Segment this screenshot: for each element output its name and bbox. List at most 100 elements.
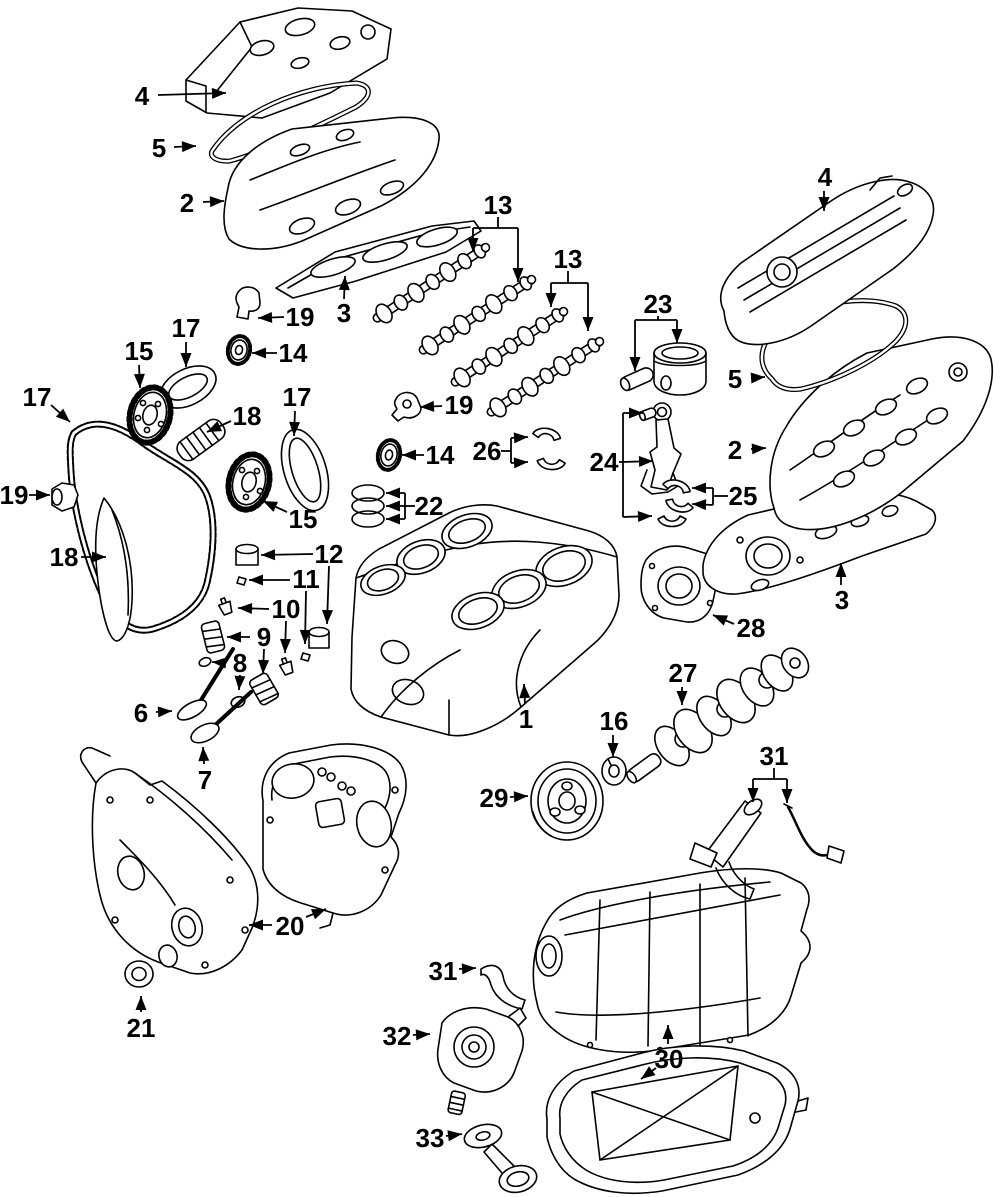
callout-label-28[interactable]: 28 — [737, 613, 766, 643]
callout-14-mid[interactable]: 14 — [402, 440, 455, 470]
callout-21[interactable]: 21 — [127, 996, 156, 1043]
callout-label-5-right[interactable]: 5 — [728, 364, 742, 394]
callout-label-9[interactable]: 9 — [257, 622, 271, 652]
callout-5-left[interactable]: 5 — [152, 133, 197, 163]
callout-6[interactable]: 6 — [134, 698, 173, 728]
callout-17-right[interactable]: 17 — [283, 382, 312, 437]
callout-2-right[interactable]: 2 — [728, 435, 767, 465]
callout-label-3-right[interactable]: 3 — [835, 585, 849, 615]
callout-label-26[interactable]: 26 — [473, 436, 502, 466]
callout-label-14-upper[interactable]: 14 — [279, 338, 308, 368]
callout-label-5-left[interactable]: 5 — [152, 133, 166, 163]
callout-19-mid[interactable]: 19 — [419, 390, 474, 420]
callout-29[interactable]: 29 — [480, 783, 529, 813]
callout-label-15-upper[interactable]: 15 — [125, 336, 154, 366]
callout-label-13-right[interactable]: 13 — [554, 244, 583, 274]
callout-label-10[interactable]: 10 — [272, 594, 301, 624]
callout-27[interactable]: 27 — [669, 658, 698, 705]
callout-14-upper[interactable]: 14 — [252, 338, 308, 368]
callout-12[interactable]: 12 — [260, 539, 344, 625]
callout-17-upper[interactable]: 17 — [172, 313, 201, 367]
callout-label-4-right[interactable]: 4 — [818, 162, 833, 192]
callout-label-18-lower[interactable]: 18 — [50, 542, 79, 572]
callout-label-6[interactable]: 6 — [134, 698, 148, 728]
callout-3-right[interactable]: 3 — [835, 563, 849, 615]
callout-label-19-top[interactable]: 19 — [286, 302, 315, 332]
callout-label-13-left[interactable]: 13 — [484, 190, 513, 220]
arrowhead-icon — [198, 747, 210, 762]
callout-24[interactable]: 24 — [590, 407, 654, 522]
callout-28[interactable]: 28 — [712, 613, 766, 643]
callout-30[interactable]: 30 — [640, 1025, 684, 1080]
callout-9[interactable]: 9 — [227, 622, 271, 675]
callout-label-17-right[interactable]: 17 — [283, 382, 312, 412]
callout-25[interactable]: 25 — [691, 481, 758, 511]
callout-label-22[interactable]: 22 — [415, 491, 444, 521]
callout-label-25[interactable]: 25 — [729, 481, 758, 511]
callout-label-2-right[interactable]: 2 — [728, 435, 742, 465]
callout-31-left[interactable]: 31 — [429, 956, 477, 986]
camshaft-4-drawing — [486, 336, 605, 418]
callout-4-right[interactable]: 4 — [818, 162, 833, 211]
callout-19-left[interactable]: 19 — [0, 480, 50, 510]
callout-18-upper[interactable]: 18 — [206, 401, 262, 433]
callout-label-8[interactable]: 8 — [233, 648, 247, 678]
callout-label-32[interactable]: 32 — [383, 1021, 412, 1051]
callout-3-left[interactable]: 3 — [337, 275, 351, 328]
callout-2-left[interactable]: 2 — [180, 188, 225, 218]
callout-4-left[interactable]: 4 — [135, 81, 227, 111]
callout-1[interactable]: 1 — [519, 683, 533, 734]
callout-15-lower[interactable]: 15 — [262, 500, 318, 534]
callout-32[interactable]: 32 — [383, 1021, 431, 1051]
callout-label-29[interactable]: 29 — [480, 783, 509, 813]
callout-label-21[interactable]: 21 — [127, 1013, 156, 1043]
callout-17-left[interactable]: 17 — [23, 382, 71, 423]
callout-label-33[interactable]: 33 — [416, 1123, 445, 1153]
callout-23[interactable]: 23 — [629, 289, 683, 371]
callout-label-3-left[interactable]: 3 — [337, 298, 351, 328]
callout-11[interactable]: 11 — [249, 564, 320, 645]
callout-13-left[interactable]: 13 — [467, 190, 524, 282]
callout-label-2-left[interactable]: 2 — [180, 188, 194, 218]
callout-label-18-upper[interactable]: 18 — [233, 401, 262, 431]
arrowhead-icon — [835, 563, 847, 577]
arrowhead-icon — [258, 311, 273, 323]
callout-label-30[interactable]: 30 — [655, 1044, 684, 1074]
front-cover-left-drawing — [79, 746, 259, 975]
arrowhead-icon — [671, 329, 683, 343]
callout-label-31-right[interactable]: 31 — [760, 741, 789, 771]
callout-7[interactable]: 7 — [198, 746, 212, 795]
callout-31-right[interactable]: 31 — [747, 741, 793, 803]
callout-label-23[interactable]: 23 — [644, 289, 673, 319]
callout-16[interactable]: 16 — [600, 706, 629, 757]
callout-label-4-left[interactable]: 4 — [135, 81, 150, 111]
callout-label-14-mid[interactable]: 14 — [426, 440, 455, 470]
callout-label-16[interactable]: 16 — [600, 706, 629, 736]
callout-label-12[interactable]: 12 — [315, 539, 344, 569]
callout-8[interactable]: 8 — [211, 648, 247, 691]
callout-label-1[interactable]: 1 — [519, 704, 533, 734]
callout-label-24[interactable]: 24 — [590, 447, 619, 477]
callout-label-17-left[interactable]: 17 — [23, 382, 52, 412]
callout-26[interactable]: 26 — [473, 432, 529, 469]
callout-10[interactable]: 10 — [237, 594, 301, 654]
callout-label-19-left[interactable]: 19 — [0, 480, 28, 510]
callout-label-15-lower[interactable]: 15 — [289, 504, 318, 534]
callout-label-17-upper[interactable]: 17 — [172, 313, 201, 343]
callout-label-20[interactable]: 20 — [276, 911, 305, 941]
callout-20[interactable]: 20 — [249, 908, 327, 941]
callout-label-31-left[interactable]: 31 — [429, 956, 458, 986]
callout-label-19-mid[interactable]: 19 — [445, 390, 474, 420]
callout-label-27[interactable]: 27 — [669, 658, 698, 688]
callout-5-right[interactable]: 5 — [728, 364, 766, 394]
callout-label-7[interactable]: 7 — [198, 765, 212, 795]
callout-18-lower[interactable]: 18 — [50, 542, 106, 572]
arrowhead-icon — [238, 602, 253, 614]
arrowhead-icon — [402, 449, 416, 461]
callout-label-11[interactable]: 11 — [292, 564, 320, 594]
callout-22[interactable]: 22 — [386, 487, 444, 525]
callout-33[interactable]: 33 — [416, 1123, 463, 1153]
callout-19-top[interactable]: 19 — [257, 302, 315, 332]
callout-15-upper[interactable]: 15 — [125, 336, 154, 389]
callout-13-right[interactable]: 13 — [545, 244, 594, 331]
